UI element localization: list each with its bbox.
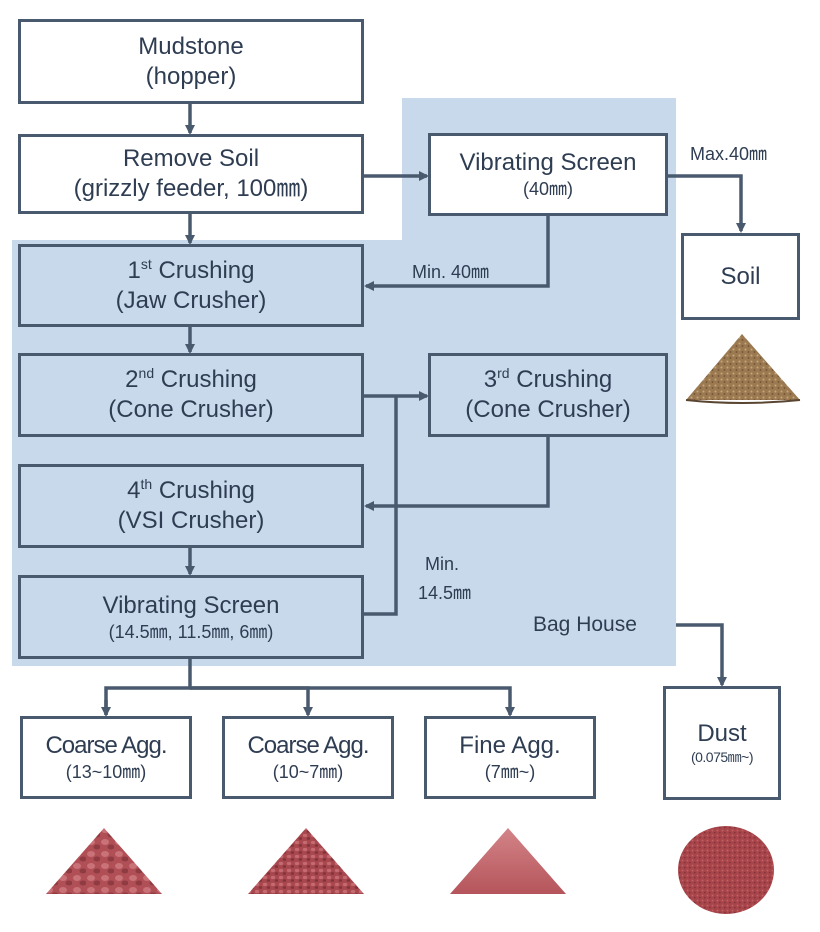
crushing-4-box: 4th Crushing (VSI Crusher) <box>18 464 364 548</box>
coarse-agg-1-pile-image <box>46 828 162 894</box>
mudstone-title: Mudstone <box>138 32 244 60</box>
max-40-label: Max.40㎜ <box>690 144 768 164</box>
crushing-1-sub: (Jaw Crusher) <box>115 286 267 314</box>
soil-pile-image <box>685 334 801 404</box>
coarse-agg-2-pile-image <box>248 828 364 894</box>
remove-soil-sub: (grizzly feeder, 100㎜) <box>73 175 309 202</box>
fine-agg-sub: (7㎜~) <box>484 762 536 783</box>
arrow-baghouse-to-dust <box>676 623 727 687</box>
vib-screen-bottom-title: Vibrating Screen <box>102 591 280 619</box>
loop-screen-to-crush3 <box>364 396 398 616</box>
dust-disc-image <box>678 826 774 914</box>
crushing-4-title: 4th Crushing <box>127 476 255 504</box>
crushing-3-box: 3rd Crushing (Cone Crusher) <box>428 353 668 437</box>
crushing-4-sub: (VSI Crusher) <box>117 507 265 534</box>
split-screen-outputs <box>104 659 192 715</box>
dust-box: Dust (0.075㎜~) <box>663 686 781 800</box>
soil-box: Soil <box>681 233 800 320</box>
remove-soil-title: Remove Soil <box>122 145 260 172</box>
min-145-label-line2: 14.5㎜ <box>418 583 472 603</box>
crushing-3-title: 3rd Crushing <box>483 365 613 393</box>
vibrating-screen-top-box: Vibrating Screen (40㎜) <box>428 133 668 216</box>
fine-agg-pile-image <box>450 828 566 894</box>
crushing-2-title: 2nd Crushing <box>125 365 257 393</box>
arrow-vib-screen-to-crush1 <box>364 216 550 291</box>
vibrating-screen-bottom-box: Vibrating Screen (14.5㎜, 11.5㎜, 6㎜) <box>18 575 364 659</box>
soil-title: Soil <box>720 262 761 290</box>
coarse-agg-1-box: Coarse Agg. (13~10㎜) <box>20 716 192 799</box>
crushing-2-box: 2nd Crushing (Cone Crusher) <box>18 353 364 437</box>
remove-soil-box: Remove Soil (grizzly feeder, 100㎜) <box>18 134 364 214</box>
crushing-2-sub: (Cone Crusher) <box>108 396 274 423</box>
crushing-1-box: 1st Crushing (Jaw Crusher) <box>18 244 364 327</box>
split-to-coarse2 <box>190 686 313 717</box>
coarse-agg-1-title: Coarse Agg. <box>45 732 167 760</box>
arrow-vib-screen-to-soil <box>668 174 746 233</box>
vib-screen-top-title: Vibrating Screen <box>459 149 637 177</box>
mudstone-sub: (hopper) <box>145 62 237 90</box>
min-40-label: Min. 40㎜ <box>412 262 490 282</box>
arrow-crush3-to-crush4 <box>364 437 550 511</box>
coarse-agg-2-title: Coarse Agg. <box>247 732 369 760</box>
crushing-1-title: 1st Crushing <box>127 255 255 284</box>
vib-screen-bottom-sub: (14.5㎜, 11.5㎜, 6㎜) <box>108 621 274 642</box>
mudstone-hopper-box: Mudstone (hopper) <box>18 19 364 104</box>
vib-screen-top-sub: (40㎜) <box>522 179 573 200</box>
coarse-agg-1-sub: (13~10㎜) <box>65 762 147 783</box>
bag-house-label: Bag House <box>533 613 637 636</box>
min-145-label-line1: Min. <box>425 554 460 574</box>
coarse-agg-2-box: Coarse Agg. (10~7㎜) <box>222 716 394 799</box>
fine-agg-title: Fine Agg. <box>459 732 561 760</box>
split-to-fine <box>190 686 515 717</box>
fine-agg-box: Fine Agg. (7㎜~) <box>424 716 596 799</box>
dust-sub: (0.075㎜~) <box>690 749 754 766</box>
coarse-agg-2-sub: (10~7㎜) <box>272 762 344 783</box>
dust-title: Dust <box>697 720 747 748</box>
crushing-3-sub: (Cone Crusher) <box>465 396 631 423</box>
